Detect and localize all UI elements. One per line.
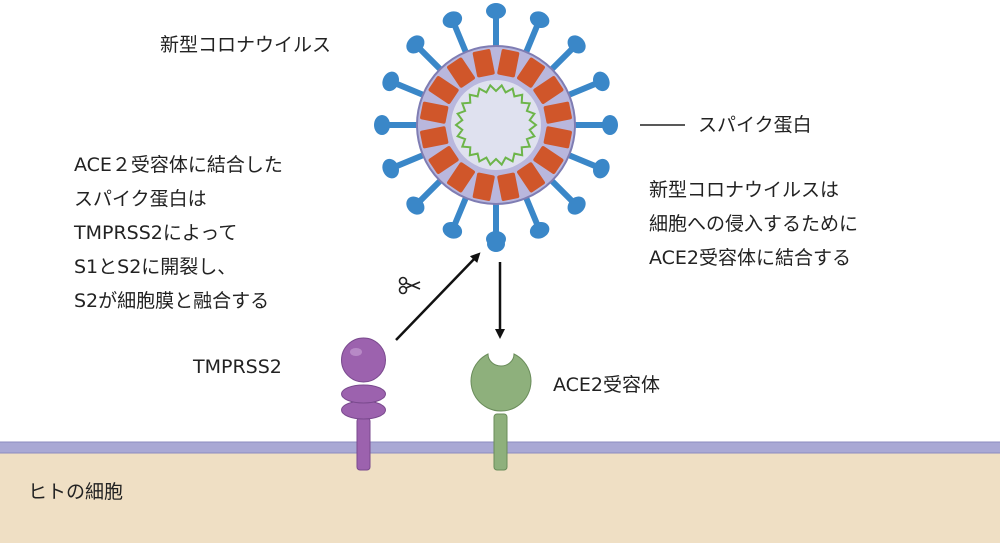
membrane-protein — [517, 57, 545, 88]
virus-rna — [454, 83, 538, 167]
membrane-protein — [533, 146, 564, 174]
spike-head — [529, 11, 550, 29]
released-spike — [487, 222, 505, 252]
membrane-protein — [472, 172, 495, 201]
spike-head — [602, 115, 618, 135]
spike-head — [442, 221, 463, 239]
membrane-protein — [543, 126, 572, 149]
membrane-protein — [420, 126, 449, 149]
ace2-label: ACE2受容体 — [553, 374, 661, 396]
cleavage-arrow — [395, 252, 481, 341]
membrane-protein — [497, 172, 520, 201]
membrane-protein — [447, 162, 475, 193]
virus-particle — [374, 3, 618, 247]
spike-head — [567, 35, 586, 54]
spike-head — [406, 35, 425, 54]
ace2-receptor — [470, 353, 532, 471]
binding-description: 新型コロナウイルスは 細胞への侵入するために ACE2受容体に結合する — [649, 179, 859, 269]
virus-label: 新型コロナウイルス — [160, 34, 332, 56]
spike-label: スパイク蛋白 — [698, 114, 812, 136]
spike-head — [406, 196, 425, 215]
membrane-protein — [497, 49, 520, 78]
membrane-protein — [517, 162, 545, 193]
membrane-protein — [428, 146, 459, 174]
spike-head — [592, 158, 610, 179]
scissors-icon — [398, 276, 421, 295]
spike-head — [442, 11, 463, 29]
spike-head — [592, 71, 610, 92]
spike-head — [382, 158, 400, 179]
membrane-protein — [472, 49, 495, 78]
spike-head — [486, 3, 506, 19]
membrane-protein — [543, 101, 572, 124]
cell-label: ヒトの細胞 — [28, 481, 124, 503]
spike-head — [567, 196, 586, 215]
membrane-protein — [420, 101, 449, 124]
spike-head — [529, 221, 550, 239]
spike-head — [382, 71, 400, 92]
spike-head — [374, 115, 390, 135]
membrane-protein — [428, 76, 459, 104]
membrane-protein — [447, 57, 475, 88]
virus-core — [451, 80, 541, 170]
membrane-proteins — [420, 49, 572, 201]
membrane-protein — [533, 76, 564, 104]
cleavage-description: ACE２受容体に結合した スパイク蛋白は TMPRSS2によって S1とS2に開… — [74, 154, 283, 312]
tmprss2-label: TMPRSS2 — [193, 356, 282, 378]
tmprss2-protein — [341, 337, 386, 471]
